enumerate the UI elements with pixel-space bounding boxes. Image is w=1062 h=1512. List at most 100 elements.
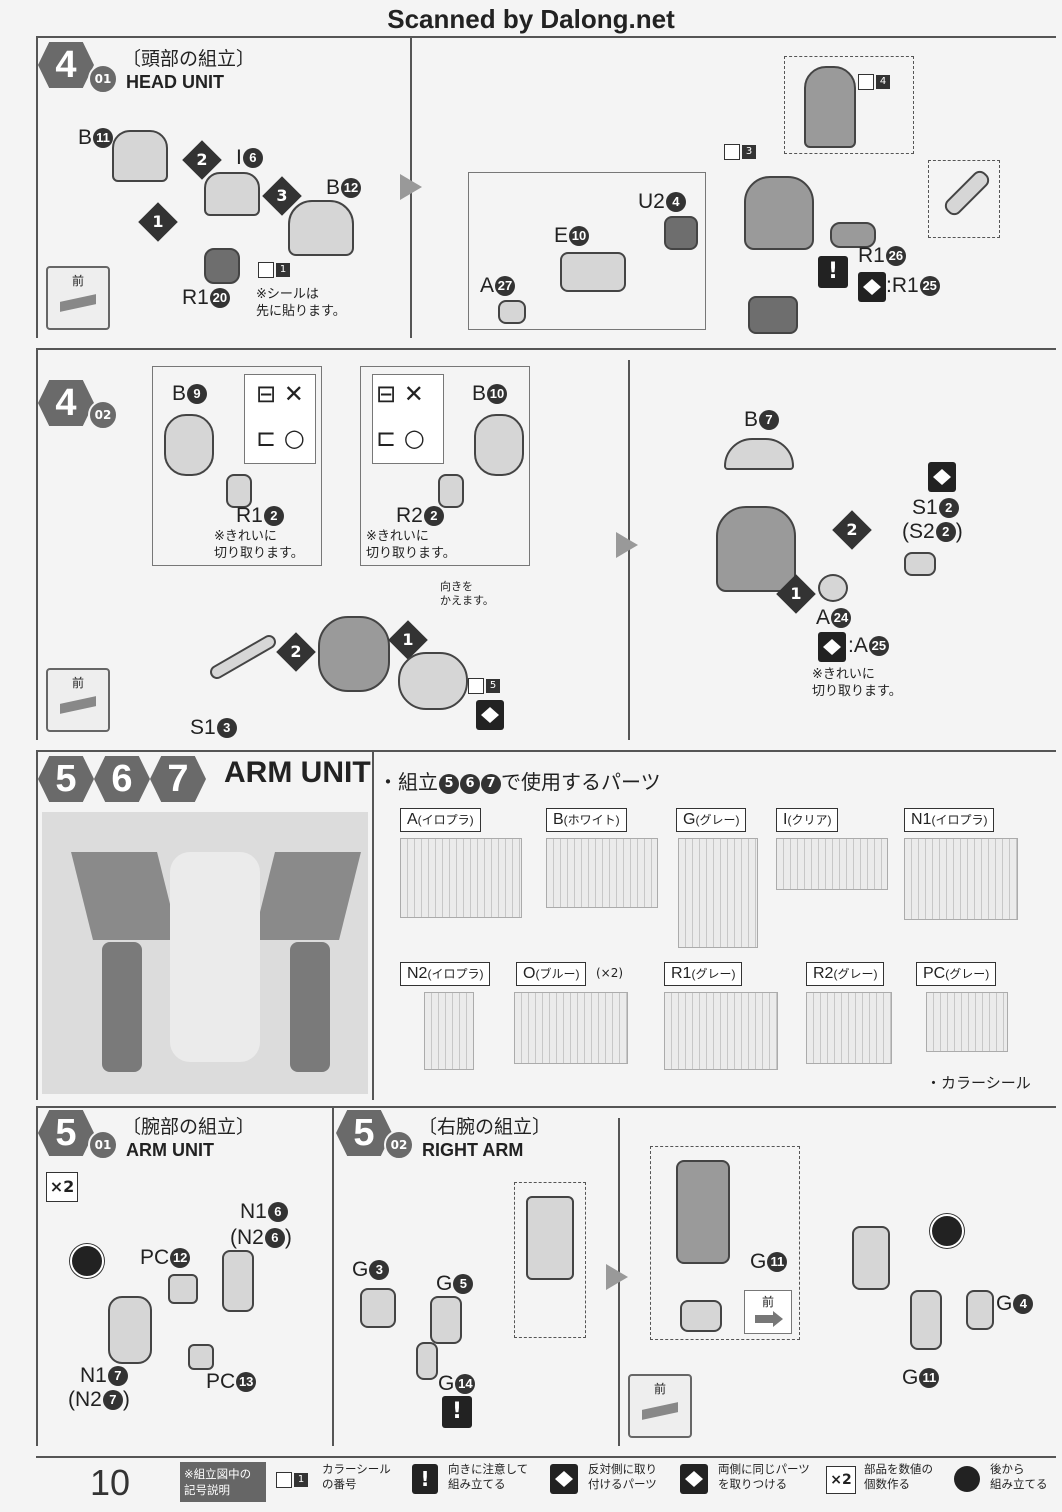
runner-title-r1: R1(グレー)	[664, 962, 743, 986]
sticker-icon: 4	[858, 74, 890, 90]
multiplier-icon: ×2	[826, 1466, 856, 1494]
cut-guide-box	[244, 374, 316, 464]
part-b12	[288, 200, 354, 256]
runner-i	[776, 838, 888, 890]
part-g14	[416, 1342, 438, 1380]
sub-badge: 02	[88, 400, 118, 430]
step-marker: 2	[276, 632, 316, 672]
runner-r2	[806, 992, 892, 1064]
runner-n1	[904, 838, 1018, 920]
step-marker: 1	[776, 574, 816, 614]
runner-title-i: I(クリア)	[776, 808, 839, 832]
same-both-sides-icon	[476, 700, 504, 730]
part-r2-2	[438, 474, 464, 508]
robot-left-shoulder	[71, 852, 179, 940]
step-badge: 7	[150, 756, 206, 802]
part-a24	[818, 574, 848, 602]
note-cut: ※きれいに 切り取ります。	[366, 529, 456, 561]
detail-box	[928, 160, 1000, 238]
multiplier-icon: ×2	[46, 1172, 78, 1202]
runner-b	[546, 838, 658, 908]
runner-pc	[926, 992, 1008, 1052]
sub-badge: 01	[88, 64, 118, 94]
flow-arrow	[400, 174, 422, 200]
runner-title-g: G(グレー)	[676, 808, 747, 832]
part-head-front	[804, 66, 856, 148]
legend-title: ※組立図中の 記号説明	[180, 1462, 266, 1502]
part-neck	[748, 296, 798, 334]
part-b10	[474, 414, 524, 476]
flow-arrow	[606, 1264, 628, 1290]
part-head-assembly	[716, 506, 796, 592]
sub-badge: 02	[384, 1130, 414, 1160]
flow-arrow	[616, 532, 638, 558]
note-sticker: ※シールは 先に貼ります。	[256, 287, 346, 319]
warning-icon: !	[442, 1396, 472, 1428]
mirror-icon	[550, 1464, 578, 1494]
warning-icon: !	[818, 256, 848, 288]
note-turn: 向きを かえます。	[440, 580, 494, 607]
sticker-icon: 5	[468, 678, 500, 694]
robot-left-arm	[102, 942, 142, 1072]
arm-unit-title: ARM UNIT	[224, 756, 371, 789]
runner-title-a: A(イロプラ)	[400, 808, 481, 832]
detail-box	[784, 56, 914, 154]
robot-illustration	[42, 812, 368, 1094]
later-assembly-icon	[70, 1244, 104, 1278]
robot-right-shoulder	[253, 852, 361, 940]
mirror-icon	[858, 272, 886, 302]
later-assembly-icon	[930, 1214, 964, 1248]
correct-mark-icon: ⊏ ○	[256, 424, 305, 452]
step-badge: 4	[38, 380, 94, 426]
step-marker: 1	[138, 202, 178, 242]
wrong-mark-icon: ⊟ ✕	[256, 380, 304, 408]
front-arrow-icon: 前	[46, 668, 110, 732]
detail-box	[514, 1182, 586, 1338]
title-en: ARM UNIT	[126, 1140, 214, 1160]
step-badge: 5	[38, 1110, 94, 1156]
front-arrow-icon: 前	[744, 1290, 792, 1334]
part-u2-4	[664, 216, 698, 250]
sub-badge: 01	[88, 1130, 118, 1160]
part-head-assembly	[744, 176, 814, 250]
page-number: 10	[90, 1462, 131, 1503]
part-g5	[430, 1296, 462, 1344]
detail-box	[650, 1146, 800, 1340]
part-b11	[112, 130, 168, 182]
part-wrist	[680, 1300, 722, 1332]
part-n1-7	[108, 1296, 152, 1364]
warning-icon: !	[412, 1464, 438, 1494]
scan-credit: Scanned by Dalong.net	[387, 4, 675, 34]
front-arrow-icon: 前	[628, 1374, 692, 1438]
detail-box-left	[152, 366, 322, 566]
title-jp: 〔頭部の組立〕	[122, 48, 256, 70]
part-n1-6	[222, 1250, 254, 1312]
panel-arm-unit	[36, 750, 1056, 1100]
part-b7	[724, 438, 794, 470]
detail-box-right	[360, 366, 530, 566]
part-r1-20	[204, 248, 240, 284]
runner-a	[400, 838, 522, 918]
later-assembly-icon	[954, 1466, 980, 1492]
part-b9	[164, 414, 214, 476]
step-badge: 4	[38, 42, 94, 88]
detail-box	[468, 172, 706, 330]
